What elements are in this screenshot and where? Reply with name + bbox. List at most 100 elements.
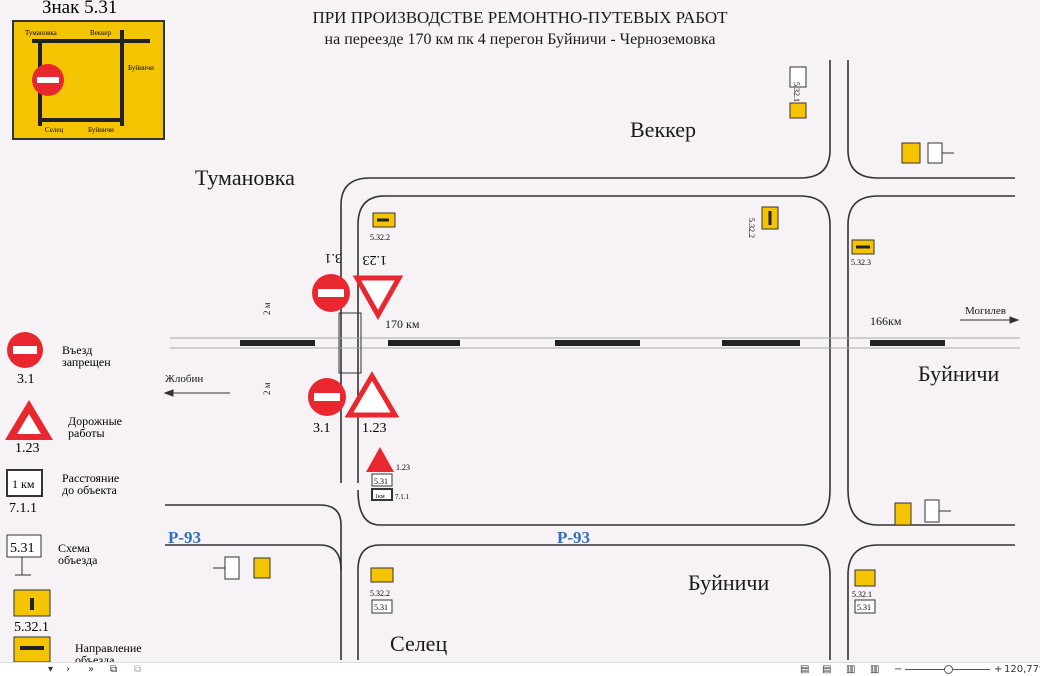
scheme-diagram: Тумановка Веккер Буйничи Селец Буйничи Т… xyxy=(5,20,1020,662)
pdf-viewer-toolbar: ▾ › » ⧉ ⧉ ▤ ▤ ▥ ▥ − + 120,77% xyxy=(0,662,1040,676)
svg-text:Расстояние: Расстояние xyxy=(62,471,119,485)
sign-label: Знак 5.31 xyxy=(42,0,118,18)
page-copy-icon[interactable]: ⧉ xyxy=(134,664,142,675)
svg-text:7.1.1: 7.1.1 xyxy=(395,493,410,501)
svg-text:5.32.2: 5.32.2 xyxy=(747,218,756,238)
zoom-in-button[interactable]: + xyxy=(994,664,1003,675)
svg-text:5.32.1: 5.32.1 xyxy=(14,620,49,635)
zoom-slider-handle[interactable] xyxy=(944,665,953,674)
sign-5-32-2-right xyxy=(894,499,951,526)
sign-5-31-5-32-1-top: 5.32.1 xyxy=(789,66,807,119)
svg-text:5.31: 5.31 xyxy=(10,541,35,556)
svg-text:Дорожные: Дорожные xyxy=(68,414,122,428)
inset-label: Тумановка xyxy=(25,29,58,37)
direction-zhlobin: Жлобин xyxy=(165,373,203,385)
two-page-view-icon[interactable]: ▥ xyxy=(846,664,856,675)
road-edge xyxy=(847,60,1015,179)
svg-text:5.31: 5.31 xyxy=(857,603,871,612)
direction-mogilev: Могилев xyxy=(965,305,1006,317)
zoom-level[interactable]: 120,77% xyxy=(1004,664,1040,675)
road-edge xyxy=(357,544,381,660)
svg-text:3.1: 3.1 xyxy=(325,250,343,265)
svg-text:1.23: 1.23 xyxy=(396,463,410,472)
road-edge xyxy=(380,544,831,660)
page-view-icon[interactable]: ⧉ xyxy=(110,664,118,675)
sign-5-32-2-b: 5.32.2 xyxy=(747,206,779,238)
place-selets: Селец xyxy=(390,631,447,656)
svg-text:3.1: 3.1 xyxy=(313,421,331,436)
single-page-view-icon[interactable]: ▤ xyxy=(800,664,810,675)
km-166-label: 166км xyxy=(870,314,902,328)
doc-title-line2: на переезде 170 км пк 4 перегон Буйничи … xyxy=(324,31,716,48)
svg-text:5.31: 5.31 xyxy=(374,477,388,486)
sign-3-1-bottom: 3.1 xyxy=(308,378,346,436)
sign-1-23-bottom: 1.23 xyxy=(344,371,400,436)
inset-label: Веккер xyxy=(90,29,112,37)
inset-label: Селец xyxy=(45,126,63,134)
svg-text:объезда: объезда xyxy=(58,553,98,567)
svg-text:работы: работы xyxy=(68,426,105,440)
sign-5-32-3: 5.32.3 xyxy=(851,239,875,267)
railway xyxy=(170,312,1020,374)
sign-group-1-23-5-31-7-1-1: 1.23 5.31 1км 7.1.1 xyxy=(366,447,410,501)
road-name-center: Р-93 xyxy=(557,528,590,547)
doc-title-line1: ПРИ ПРОИЗВОДСТВЕ РЕМОНТНО-ПУТЕВЫХ РАБОТ xyxy=(312,8,728,27)
road-edge xyxy=(340,60,831,483)
svg-text:5.31: 5.31 xyxy=(374,603,388,612)
road-edge xyxy=(847,225,1015,526)
svg-text:объезда: объезда xyxy=(75,653,115,662)
place-buynichi: Буйничи xyxy=(918,361,999,386)
sign-5-31-5-32-1-left xyxy=(213,556,271,580)
km-170-label: 170 км xyxy=(385,317,420,331)
svg-text:5.32.2: 5.32.2 xyxy=(370,589,390,598)
distance-2m: 2 м xyxy=(262,302,272,315)
sign-5-31-5-32-1-right xyxy=(901,142,954,164)
continuous-view-icon[interactable]: ▤ xyxy=(822,664,832,675)
svg-text:запрещен: запрещен xyxy=(62,355,111,369)
sign-5-32-2-5-31-bottom: 5.32.2 5.31 xyxy=(370,567,394,614)
svg-text:1км: 1км xyxy=(375,494,385,500)
road-edge xyxy=(165,504,342,660)
scanned-document: ПРИ ПРОИЗВОДСТВЕ РЕМОНТНО-ПУТЕВЫХ РАБОТ … xyxy=(5,0,1020,662)
next-page-button[interactable]: › xyxy=(66,664,70,675)
sign-5-32-2: 5.32.2 xyxy=(370,212,396,242)
sign-5-32-1-5-31-bottom-right: 5.32.1 5.31 xyxy=(852,569,876,614)
last-page-button[interactable]: » xyxy=(88,664,95,675)
page-dropdown-icon[interactable]: ▾ xyxy=(48,664,54,675)
zoom-out-button[interactable]: − xyxy=(894,664,903,675)
place-buynichi-bottom: Буйничи xyxy=(688,570,769,595)
svg-text:7.1.1: 7.1.1 xyxy=(9,501,37,516)
svg-text:1 км: 1 км xyxy=(12,477,35,491)
svg-text:5.32.2: 5.32.2 xyxy=(370,233,390,242)
svg-text:5.32.1: 5.32.1 xyxy=(852,590,872,599)
svg-text:1.23: 1.23 xyxy=(362,421,387,436)
road-edge xyxy=(357,195,831,526)
road-edge xyxy=(847,195,1015,226)
svg-text:5.32.3: 5.32.3 xyxy=(851,258,871,267)
place-tumanovka: Тумановка xyxy=(195,165,295,190)
road-edge xyxy=(847,544,1015,660)
road-edge xyxy=(165,544,342,571)
svg-text:Въезд: Въезд xyxy=(62,343,92,357)
svg-text:3.1: 3.1 xyxy=(17,372,35,387)
sign-1-23-top: 1.23 xyxy=(352,252,404,321)
inset-label: Буйничи xyxy=(128,64,154,72)
svg-text:Направление: Направление xyxy=(75,641,142,655)
road-edge xyxy=(357,489,381,526)
svg-text:5.32.1: 5.32.1 xyxy=(792,82,801,102)
inset-detour-sign: Тумановка Веккер Буйничи Селец Буйничи xyxy=(12,20,165,140)
svg-text:1.23: 1.23 xyxy=(363,252,388,267)
two-page-continuous-view-icon[interactable]: ▥ xyxy=(870,664,880,675)
place-vekker: Веккер xyxy=(630,117,696,142)
svg-text:Схема: Схема xyxy=(58,541,91,555)
direction-arrows xyxy=(163,316,1020,397)
inset-label: Буйничи xyxy=(88,126,114,134)
road-name-left: Р-93 xyxy=(168,528,201,547)
roads xyxy=(165,60,1015,660)
svg-text:до объекта: до объекта xyxy=(62,483,118,497)
